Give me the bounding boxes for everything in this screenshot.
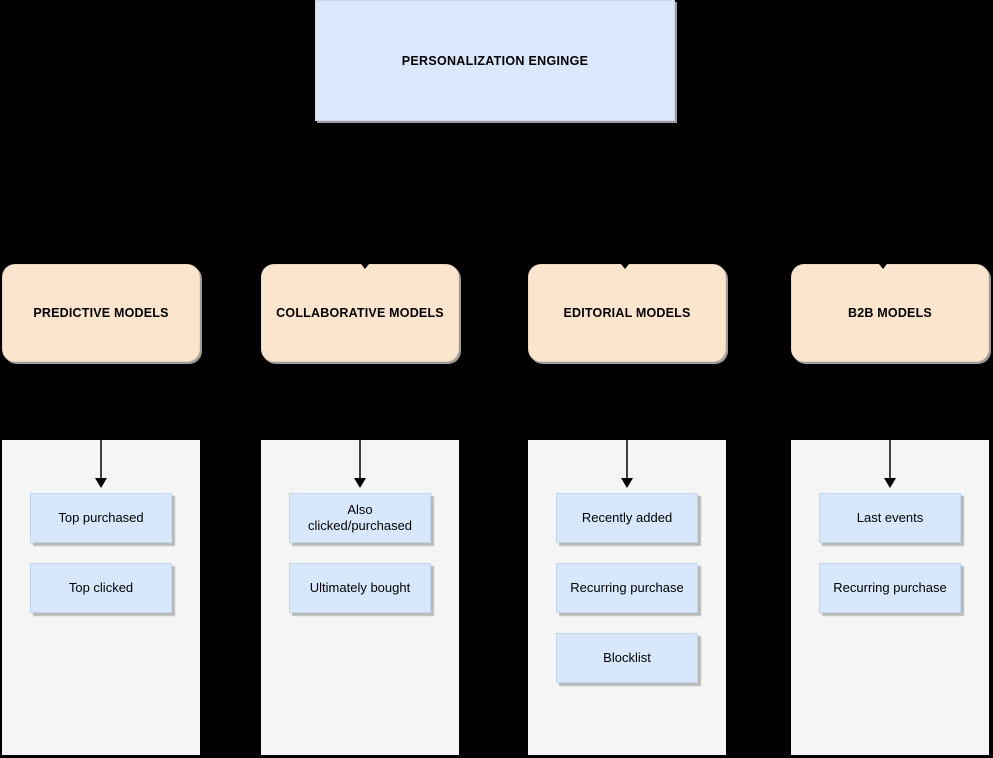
items-panel-editorial: Recently added Recurring purchase Blockl… xyxy=(528,440,726,755)
items-panel-b2b: Last events Recurring purchase xyxy=(791,440,989,755)
model-label: Top purchased xyxy=(58,509,144,525)
model-label: Last events xyxy=(856,509,924,525)
model-node: Top purchased xyxy=(30,493,172,543)
arrow-head-icon xyxy=(621,478,633,488)
model-label: Recurring purchase xyxy=(833,579,947,595)
category-node-collaborative-models: COLLABORATIVE MODELS xyxy=(261,264,459,362)
model-label: Ultimately bought xyxy=(309,579,411,595)
model-node: Top clicked xyxy=(30,563,172,613)
model-node: Last events xyxy=(819,493,961,543)
root-node-personalization-engine: PERSONALIZATION ENGINGE xyxy=(315,0,675,121)
model-label: Recently added xyxy=(581,509,673,525)
model-label: Blocklist xyxy=(603,649,651,665)
category-node-b2b-models: B2B MODELS xyxy=(791,264,989,362)
arrow-head-icon xyxy=(354,478,366,488)
arrow-head-icon xyxy=(95,478,107,488)
root-node-label: PERSONALIZATION ENGINGE xyxy=(401,53,589,68)
arrow-line xyxy=(626,440,628,478)
items-panel-collaborative: Also clicked/purchased Ultimately bought xyxy=(261,440,459,755)
arrow-line xyxy=(889,440,891,478)
arrow-line xyxy=(359,440,361,478)
items-panel-predictive: Top purchased Top clicked xyxy=(2,440,200,755)
connector-arrowhead-icon xyxy=(879,264,887,269)
category-node-predictive-models: PREDICTIVE MODELS xyxy=(2,264,200,362)
arrow-line xyxy=(100,440,102,478)
arrow-head-icon xyxy=(884,478,896,488)
model-label: Top clicked xyxy=(68,579,134,595)
down-arrow-icon xyxy=(95,440,107,488)
model-node: Recurring purchase xyxy=(819,563,961,613)
down-arrow-icon xyxy=(621,440,633,488)
model-node: Recently added xyxy=(556,493,698,543)
category-label: EDITORIAL MODELS xyxy=(563,306,691,320)
category-label: COLLABORATIVE MODELS xyxy=(276,306,444,320)
model-node: Recurring purchase xyxy=(556,563,698,613)
category-label: PREDICTIVE MODELS xyxy=(33,306,169,320)
model-node: Blocklist xyxy=(556,633,698,683)
model-label: Also clicked/purchased xyxy=(307,501,413,533)
down-arrow-icon xyxy=(354,440,366,488)
category-node-editorial-models: EDITORIAL MODELS xyxy=(528,264,726,362)
model-node: Ultimately bought xyxy=(289,563,431,613)
down-arrow-icon xyxy=(884,440,896,488)
connector-arrowhead-icon xyxy=(621,264,629,269)
model-node: Also clicked/purchased xyxy=(289,493,431,543)
model-label: Recurring purchase xyxy=(570,579,684,595)
connector-arrowhead-icon xyxy=(361,264,369,269)
category-label: B2B MODELS xyxy=(848,306,932,320)
